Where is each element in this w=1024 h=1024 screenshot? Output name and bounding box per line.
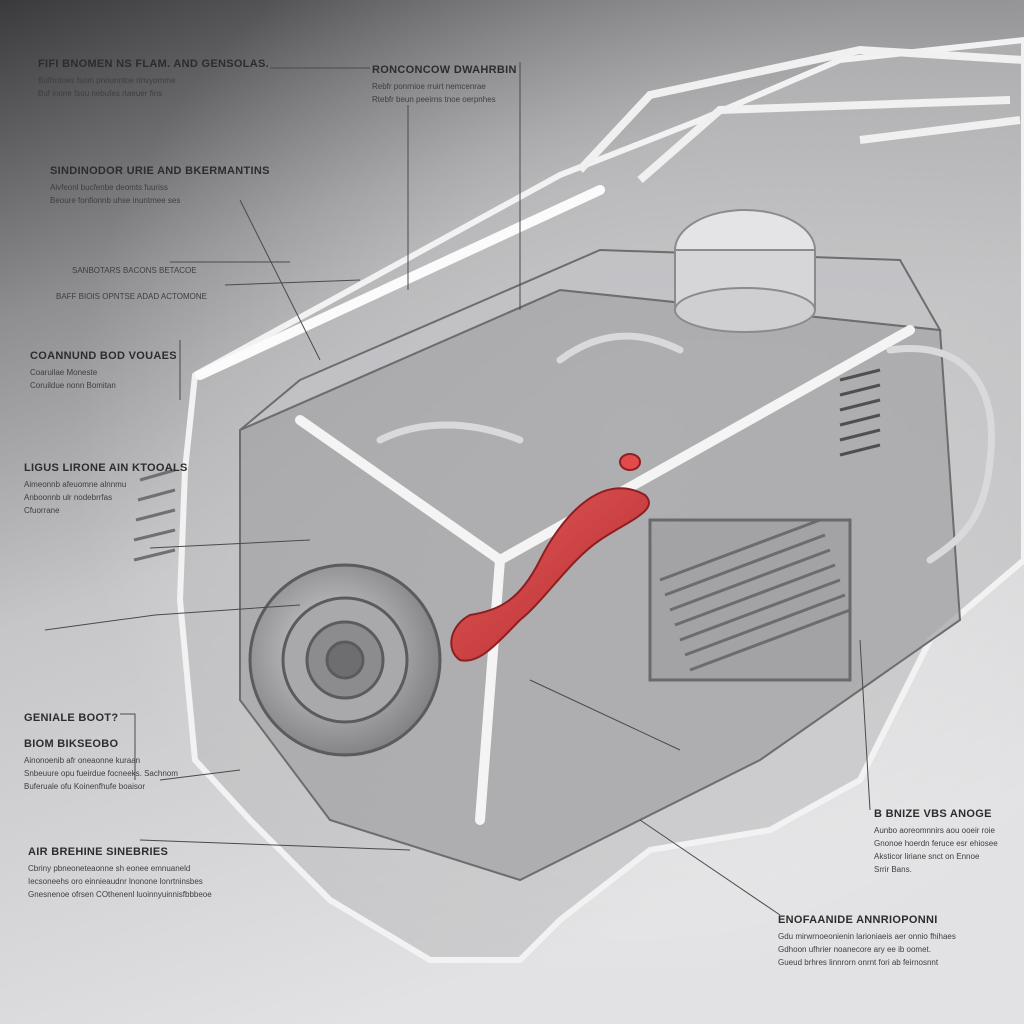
callout-line: Gueud brhres linnrorn onrnt fori ab feir…: [778, 958, 939, 967]
callout-title: SINDINODOR URIE AND BKERMANTINS: [50, 165, 270, 177]
callout-1: FIFI BNOMEN NS FLAM. AND GENSOLAS. Bufhr…: [38, 58, 269, 100]
red-highlight-pipe: [450, 453, 650, 662]
callout-3: SINDINODOR URIE AND BKERMANTINS Aivfeonl…: [50, 165, 270, 207]
callout-line: Buferuale ofu Koinenfhufe boaisor: [24, 782, 145, 791]
callout-6: LIGUS LIRONE AIN KTOOALS Aimeonnb afeuom…: [24, 462, 188, 517]
windshield-frame: [577, 45, 1024, 184]
callout-line: Anboonnb ulr nodebrrfas: [24, 493, 113, 502]
callout-line: Srrir Bans.: [874, 865, 912, 874]
intake-manifold: [648, 518, 852, 682]
callout-line: Beoure fonfionnb uhse inuntmee ses: [50, 196, 181, 205]
radiator-coils: [839, 368, 881, 457]
hoses: [376, 332, 995, 564]
callout-5: COANNUND BOD VOUAES Coaruilae Moneste Co…: [30, 350, 177, 392]
leader-lines: [44, 62, 871, 916]
callout-title: LIGUS LIRONE AIN KTOOALS: [24, 462, 188, 474]
callout-line: Ainonoenib afr oneaonne kuraan: [24, 756, 141, 765]
callout-line: Gdhoon ufhrier noanecore ary ee ib oomet…: [778, 945, 931, 954]
callout-line: Snbeuure opu fueirdue focneeks. Sachnom: [24, 769, 178, 778]
hood-edge: [195, 185, 605, 380]
callout-11: ENOFAANIDE ANNRIOPONNI Gdu mirwrnoeonien…: [778, 914, 956, 969]
callout-10: B BNIZE VBS ANOGE Aunbo aoreomnnirs aou …: [874, 808, 998, 876]
callout-title: COANNUND BOD VOUAES: [30, 350, 177, 362]
callout-line: Aunbo aoreomnnirs aou ooeir roie: [874, 826, 995, 835]
callout-4: SANBOTARS BACONS BETACOE BAFF BIOIS OPNT…: [56, 258, 207, 310]
callout-9: AIR BREHINE SINEBRIES Cbriny pbneoneteao…: [28, 846, 212, 901]
callout-title: GENIALE BOOT?: [24, 712, 119, 724]
callout-line: Bufhrdoes fsom pnounntoe rinvyomme: [38, 76, 176, 85]
callout-title: FIFI BNOMEN NS FLAM. AND GENSOLAS.: [38, 58, 270, 70]
callout-title: AIR BREHINE SINEBRIES: [28, 846, 169, 858]
callout-title: RONCONCOW DWAHRBIN: [372, 64, 517, 76]
pulley-wheel: [248, 563, 442, 757]
callout-line: SANBOTARS BACONS BETACOE: [72, 266, 197, 275]
callout-title: BIOM BIKSEOBO: [24, 738, 119, 750]
callout-title: ENOFAANIDE ANNRIOPONNI: [778, 914, 938, 926]
callout-line: Iecsoneehs oro einnieaudnr lnonone lonrt…: [28, 877, 203, 886]
callout-line: Cfuorrane: [24, 506, 60, 515]
callout-line: Rebfr ponrnioe rruirt nemcenrae: [372, 82, 486, 91]
callout-line: Aimeonnb afeuomne alnnmu: [24, 480, 127, 489]
grille-fins: [133, 468, 176, 562]
callout-line: Gdu mirwrnoeonienin larioniaeis aer onni…: [778, 932, 956, 941]
callout-line: Rtebfr beun peeirns tnoe oerpnhes: [372, 95, 496, 104]
callout-line: Buf inone fsou nebufes rtaeuer fins: [38, 89, 163, 98]
reservoir-tank: [674, 209, 816, 333]
callout-line: Gnonoe hoerdn feruce esr ehiosee: [874, 839, 998, 848]
callout-7: GENIALE BOOT?: [24, 712, 118, 724]
callout-2: RONCONCOW DWAHRBIN Rebfr ponrnioe rruirt…: [372, 64, 517, 106]
callout-line: Coruildue nonn Bomitan: [30, 381, 116, 390]
callout-line: BAFF BIOIS OPNTSE ADAD ACTOMONE: [56, 292, 207, 301]
callout-line: Coaruilae Moneste: [30, 368, 98, 377]
callout-8: BIOM BIKSEOBO Ainonoenib afr oneaonne ku…: [24, 738, 178, 793]
callout-line: Aksticor liriane snct on Ennoe: [874, 852, 980, 861]
callout-line: Aivfeonl bucfenbe deomts fuuriss: [50, 183, 168, 192]
callout-line: Cbriny pbneoneteaonne sh eonee emnuaneld: [28, 864, 191, 873]
callout-line: Gnesnenoe ofrsen COthenenl luoinnyuinnis…: [28, 890, 212, 899]
callout-title: B BNIZE VBS ANOGE: [874, 808, 992, 820]
